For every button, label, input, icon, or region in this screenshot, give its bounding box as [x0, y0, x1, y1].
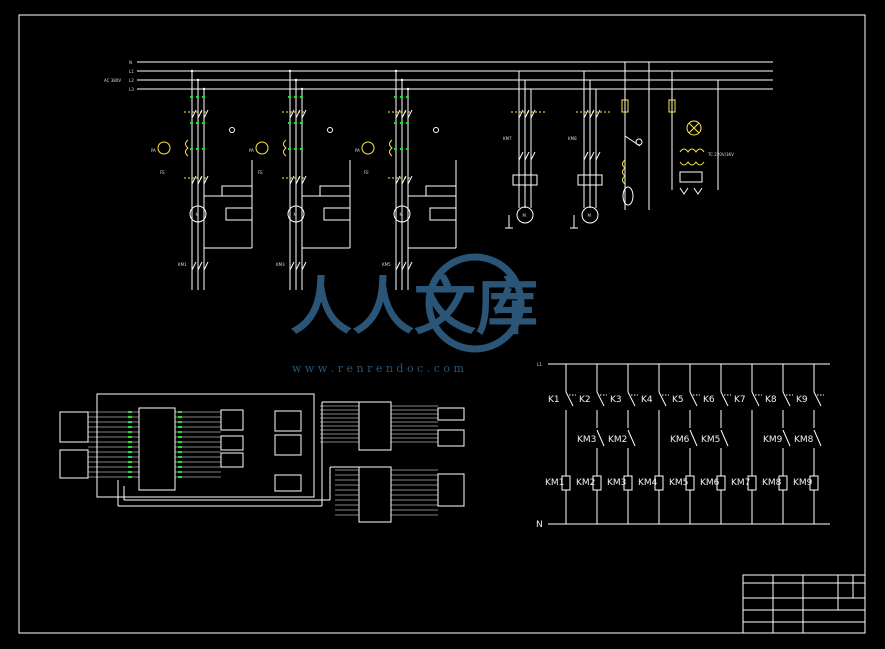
motor-symbol — [189, 205, 207, 223]
transformer-label: TC 220V/36V — [707, 152, 734, 157]
interlock-contact-label: KM2 — [608, 435, 627, 445]
interlock-contact-label: KM9 — [763, 435, 783, 445]
ammeter-label: PA — [151, 148, 156, 153]
watermark-url: w w w . r e n r e n d o c . c o m — [292, 362, 464, 375]
motor-symbol — [516, 206, 534, 224]
watermark: 人人文库 w w w . r e n r e n d o c . c o m — [290, 253, 538, 375]
fuse-fu2 — [668, 99, 676, 113]
push-button-label: K5 — [672, 395, 684, 405]
motor-label: M — [523, 213, 527, 218]
ammeter-label: PA — [249, 148, 254, 153]
fe-label: FE — [160, 170, 165, 175]
bus-l2-label: L2 — [129, 78, 134, 83]
aux-motor-branch: M KM8 — [568, 71, 610, 229]
bus-l1-label: L1 — [129, 69, 134, 74]
heater-symbol — [622, 186, 634, 206]
coil-label: KM4 — [638, 478, 658, 488]
motor-symbol — [581, 206, 599, 224]
transformer-primary — [679, 148, 705, 153]
contactor-label: KM7 — [503, 136, 512, 141]
ammeter-label: PA — [355, 148, 360, 153]
coil-label: KM9 — [793, 478, 813, 488]
push-button-label: K9 — [796, 395, 808, 405]
motor-branches: PA FE M KM1 PA FE M KM3 PA FE M KM5 — [151, 69, 457, 290]
motor-symbol — [287, 205, 305, 223]
motor-label: M — [294, 212, 298, 217]
fuse-fu1 — [621, 99, 629, 113]
coil-label: KM3 — [607, 478, 626, 488]
fe-label: FE — [258, 170, 263, 175]
motor-symbol — [393, 205, 411, 223]
motor-branch: PA FE M KM3 — [249, 69, 351, 290]
push-button-label: K6 — [703, 395, 715, 405]
transformer-secondary — [679, 161, 705, 166]
bus-l3-label: L3 — [129, 87, 134, 92]
ladder-phase-label: L1 — [537, 362, 542, 367]
title-block — [742, 574, 866, 634]
ladder-diagram: L1 N K1KM1K2KM2K3KM3K4KM4K5KM5K6KM6K7KM7… — [536, 362, 830, 530]
plc-wiring-block — [59, 393, 465, 523]
push-button-label: K4 — [641, 395, 653, 405]
coil-label: KM6 — [700, 478, 720, 488]
coil-label: KM7 — [731, 478, 750, 488]
contactor-label: KM8 — [568, 136, 577, 141]
contactor-label: KM5 — [382, 262, 391, 267]
aux-motor-branch: M KM7 — [503, 71, 545, 229]
motor-branch: PA FE M KM5 — [355, 69, 457, 290]
watermark-brand: 人人文库 — [290, 270, 538, 343]
transformer-section: TC 220V/36V — [621, 62, 734, 210]
push-button-label: K7 — [734, 395, 746, 405]
interlock-contact-label: KM8 — [794, 435, 814, 445]
coil-label: KM8 — [762, 478, 782, 488]
motor-branch: PA FE M KM1 — [151, 69, 253, 290]
push-button-label: K8 — [765, 395, 777, 405]
ammeter-symbol — [157, 141, 171, 155]
coil-label: KM1 — [545, 478, 564, 488]
plc-unit — [138, 407, 176, 491]
lamp-symbol — [686, 120, 702, 136]
watermark-ring — [425, 253, 525, 353]
coil-label: KM5 — [669, 478, 688, 488]
ammeter-symbol — [255, 141, 269, 155]
supply-bus: N L1 L2 L3 AC 380V — [104, 60, 773, 92]
push-button-label: K2 — [579, 395, 591, 405]
interlock-contact-label: KM3 — [577, 435, 596, 445]
drawing-frame — [18, 14, 866, 634]
bus-n-label: N — [129, 60, 132, 65]
fe-label: FE — [364, 170, 369, 175]
bus-ac-label: AC 380V — [104, 78, 121, 83]
interlock-contact-label: KM6 — [670, 435, 690, 445]
interlock-contact-label: KM5 — [701, 435, 720, 445]
motor-label: M — [196, 212, 200, 217]
coil-label: KM2 — [576, 478, 595, 488]
contactor-label: KM1 — [178, 262, 187, 267]
ladder-neutral-label: N — [536, 520, 543, 530]
push-button-label: K1 — [548, 395, 560, 405]
push-button-label: K3 — [610, 395, 622, 405]
motor-label: M — [588, 213, 592, 218]
coil-symbol — [622, 159, 626, 185]
motor-label: M — [400, 212, 404, 217]
ammeter-symbol — [361, 141, 375, 155]
contactor-label: KM3 — [276, 262, 285, 267]
